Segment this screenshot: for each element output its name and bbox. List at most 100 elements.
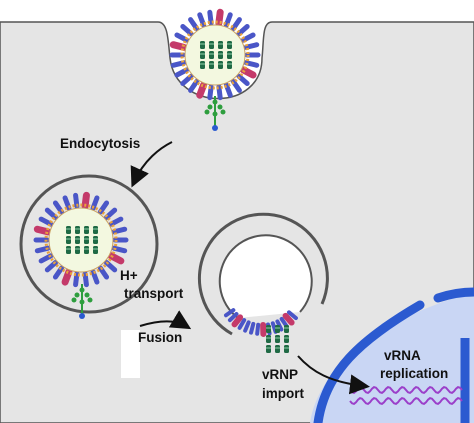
vrnp-label: vRNP [262,367,299,382]
hemagglutinin-spike [180,23,194,37]
vrnp-segment [66,236,71,244]
hemagglutinin-spike [223,82,233,98]
vrnp-segment [84,246,89,254]
hemagglutinin-spike [174,67,190,78]
vrnp-segment [209,61,214,69]
vrnp-segment [66,226,71,234]
vrnp-segment [200,61,205,69]
h-plus-label: H+ [120,268,138,283]
vrnp-segment [66,246,71,254]
receptor-glycan [204,109,210,115]
endocytosis-arrow [130,141,173,188]
hemagglutinin-spike [188,17,200,32]
fusion-arrow [139,310,192,330]
hemagglutinin-spike [240,32,256,43]
import-label: import [262,386,304,401]
replication-label: replication [380,366,449,381]
receptor-glycan [220,109,226,115]
virion-top [169,8,261,131]
import-arrow [297,355,370,395]
vrnp-segment [84,236,89,244]
hemagglutinin-spike [82,271,89,288]
receptor-glycan [71,297,77,303]
hemagglutinin-spike [223,12,233,28]
vrnp-segment [275,325,280,333]
hemagglutinin-spike [236,73,250,87]
lipid-envelope [44,203,118,277]
transport-label: transport [124,286,184,301]
vrna-label: vRNA [384,348,421,363]
vrnp-segment [275,345,280,353]
vrnp-segment [200,51,205,59]
hemagglutinin-spike [197,12,207,28]
neuraminidase-spike [215,8,224,27]
neuraminidase-spike [239,66,257,79]
vrnp-segment [266,345,271,353]
vrnp-segment [284,325,289,333]
receptor-glycan [79,299,85,305]
fusion-label: Fusion [138,330,183,345]
vrnp-segment [75,246,80,254]
receptor-glycan [217,104,223,110]
hemagglutinin-spike [180,73,194,87]
vrnp-segment [218,61,223,69]
fusion-label-backdrop [121,330,140,378]
hemagglutinin-spike [170,60,187,68]
neuraminidase-spike [61,268,73,286]
hemagglutinin-spike [237,318,247,330]
hemagglutinin-spike [38,216,54,227]
hemagglutinin-spike [286,310,298,321]
hemagglutinin-spike [62,195,72,211]
receptor-glycan [84,292,90,298]
hemagglutinin-spike [243,60,260,68]
vrnp-segment [218,51,223,59]
neuraminidase-spike [196,81,208,99]
receptor-glycan [212,99,218,105]
vrnp-segment [75,236,80,244]
virion-in-endosome [33,191,129,319]
neuraminidase-spike [169,41,188,51]
vrnp-segment [284,345,289,353]
neuraminidase-spike [33,225,52,236]
vrnp-segment [275,335,280,343]
hemagglutinin-spike [207,9,214,26]
hemagglutinin-spike [103,207,118,220]
hemagglutinin-spike [216,84,223,101]
vrnp-segment [227,61,232,69]
hemagglutinin-spike [224,308,236,318]
vrnp-segment [218,41,223,49]
vrnp-segment [209,51,214,59]
vrnp-segment [227,51,232,59]
neuraminidase-spike [231,314,244,328]
vrnp-segment [93,246,98,254]
vrnp-segment [266,325,271,333]
virion-core [48,207,114,273]
hemagglutinin-spike [44,207,59,220]
hemagglutinin-spike [249,321,256,335]
fused-endosome-inner [218,234,313,319]
hemagglutinin-spike [236,23,250,37]
released-vrnps [266,325,289,353]
virion-core [184,24,246,86]
fused-endosome [197,212,329,336]
nuclear-envelope-arc-1 [313,300,425,423]
vrnp-segment [209,41,214,49]
vrna-strand-2 [349,396,463,406]
receptor-glycan [212,111,218,117]
hemagglutinin-spike [52,200,65,215]
hemagglutinin-spike [255,322,261,336]
hemagglutinin-spike [188,78,200,93]
vrnp-segment [200,41,205,49]
hemagglutinin-spike [90,269,100,285]
hemagglutinin-spike [230,78,242,93]
nuclear-envelope-arc-2 [433,287,474,303]
endocytosis-label: Endocytosis [60,136,141,151]
vrnp-segment [93,236,98,244]
neuraminidase-spike [282,312,295,326]
hemagglutinin-spike [243,320,251,333]
hemagglutinin-spike [243,42,260,50]
receptor-glycan [79,287,85,293]
vrnp-segment [93,226,98,234]
